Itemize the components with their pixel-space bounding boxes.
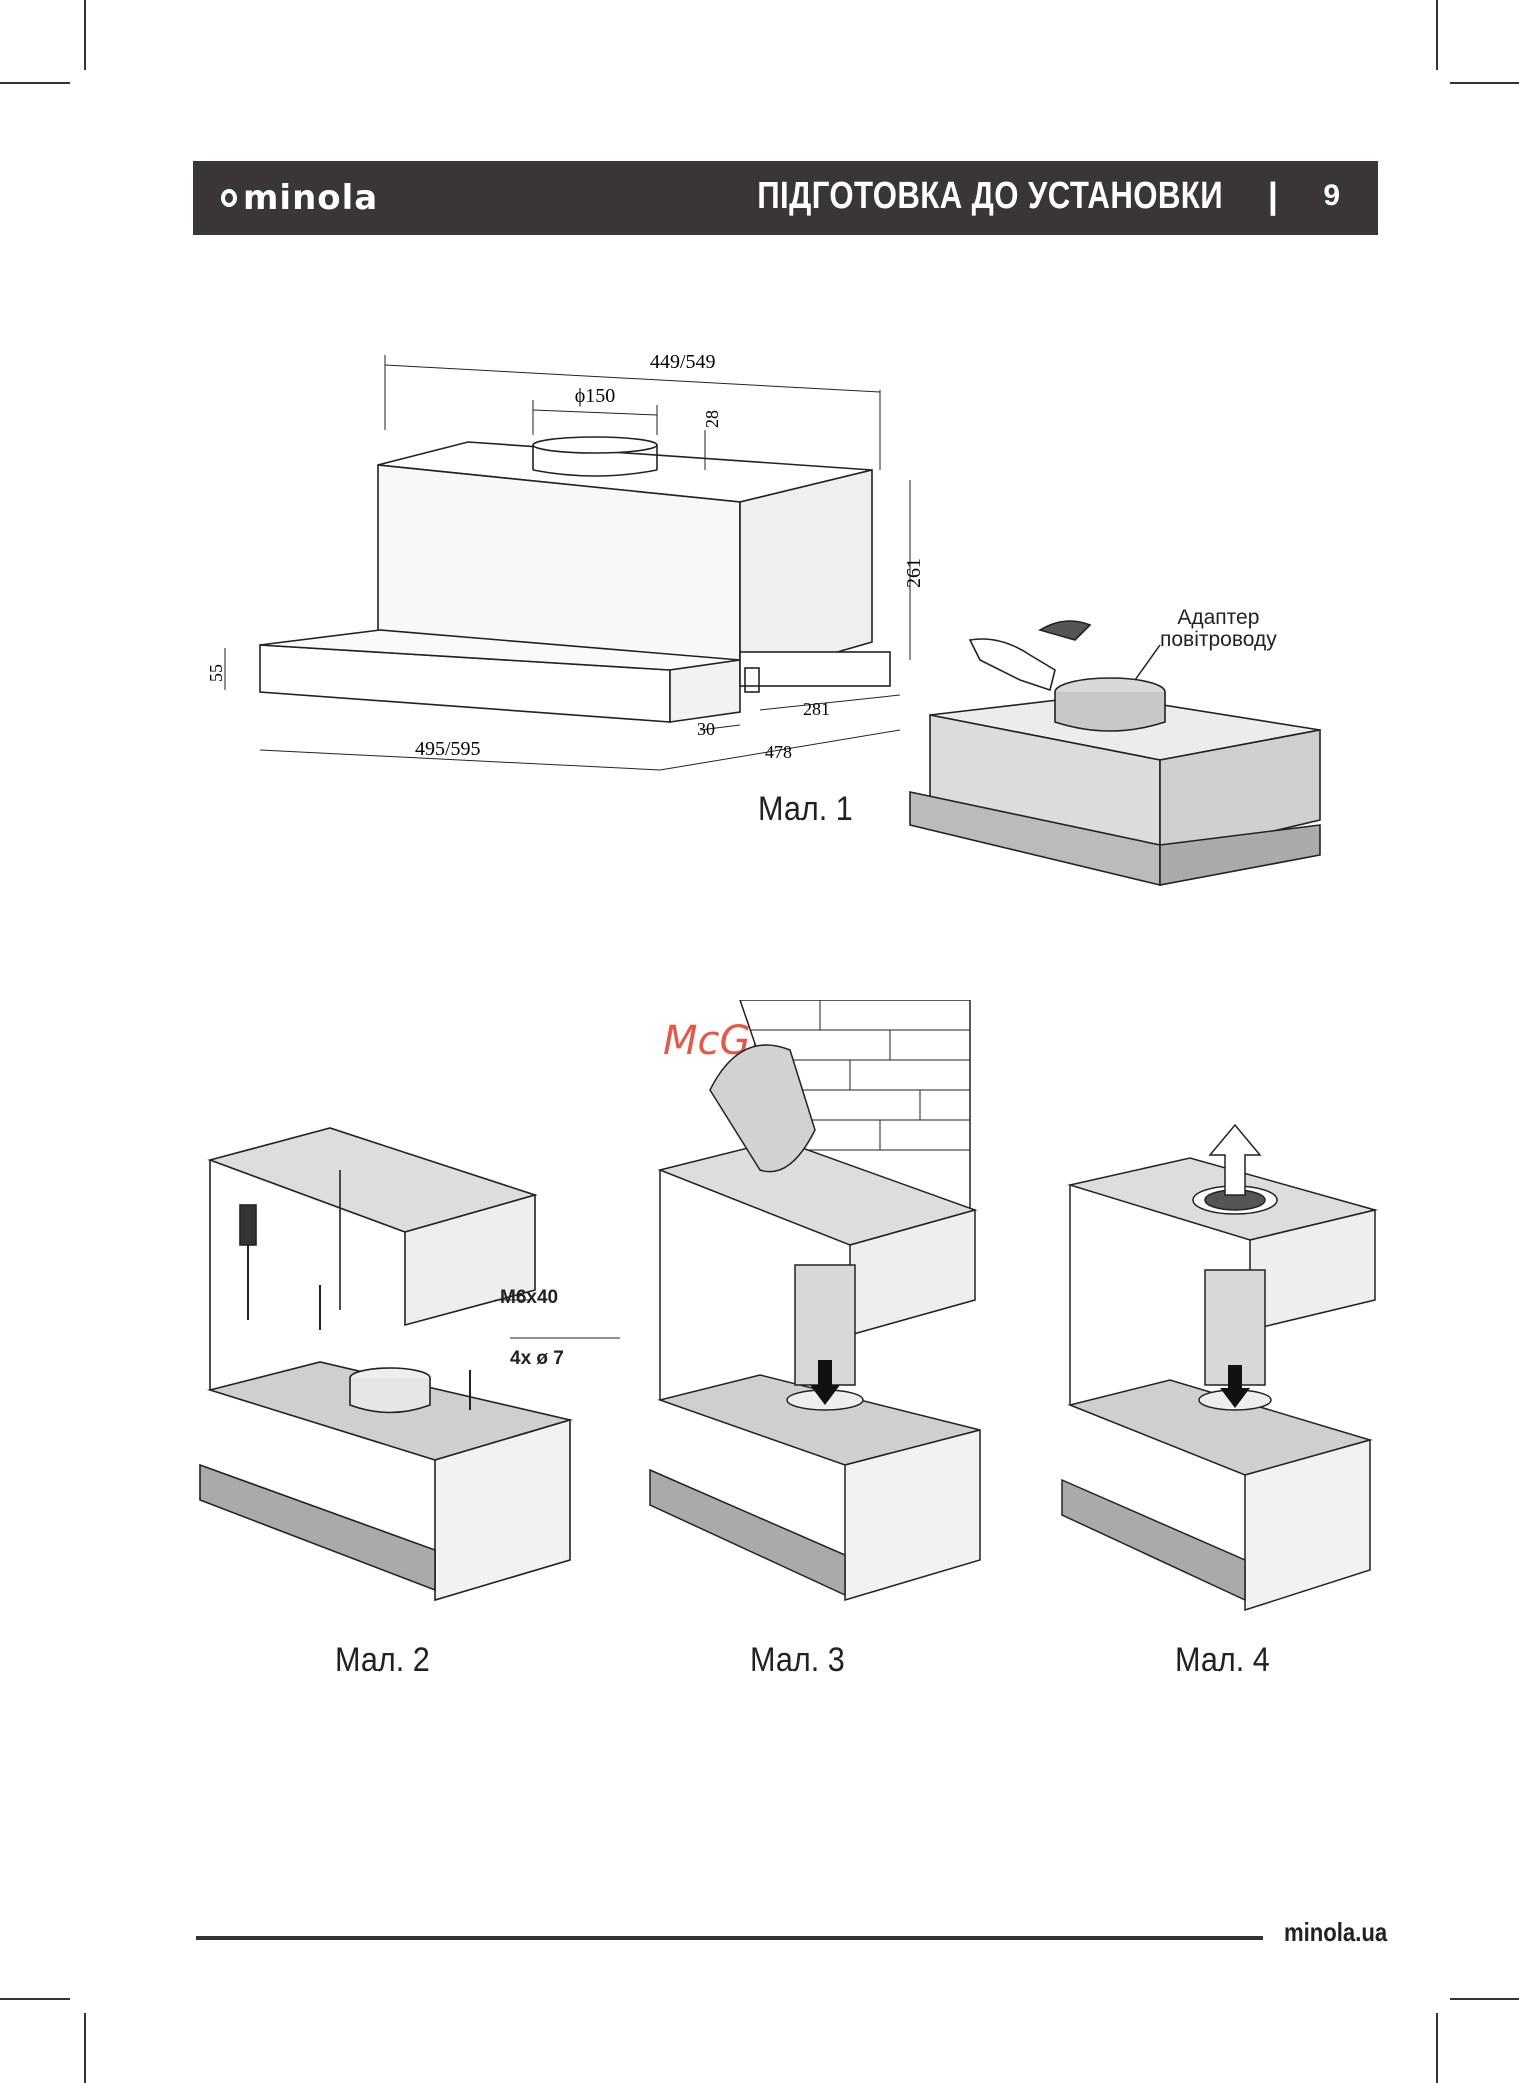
adapter-callout: Адаптер повітроводу <box>1160 607 1277 651</box>
dim-top-width: 449/549 <box>650 351 716 373</box>
figure-1-label: Мал. 1 <box>758 790 853 829</box>
crop-mark <box>1450 1998 1519 2000</box>
crop-mark <box>1436 2013 1438 2083</box>
crop-mark <box>84 0 86 70</box>
brand-logo: minola <box>221 179 378 217</box>
page-number: 9 <box>1323 179 1340 213</box>
footer-rule <box>196 1936 1263 1940</box>
callout-line-2: повітроводу <box>1160 629 1277 651</box>
callout-hole: 4x ø 7 <box>510 1348 564 1370</box>
figure-3-illustration <box>640 1000 990 1620</box>
page-header: minola ПІДГОТОВКА ДО УСТАНОВКИ | 9 <box>193 161 1378 235</box>
crop-mark <box>0 1998 70 2000</box>
minola-logo-icon <box>221 189 237 207</box>
dim-duct-diameter: ϕ150 <box>575 385 616 407</box>
crop-mark <box>84 2013 86 2083</box>
dim-offset: 30 <box>697 719 715 739</box>
figure-4-label: Мал. 4 <box>1175 1641 1270 1680</box>
header-separator: | <box>1268 175 1278 217</box>
figure-2-illustration <box>190 1080 630 1620</box>
section-title: ПІДГОТОВКА ДО УСТАНОВКИ <box>757 175 1223 218</box>
dim-front-width: 495/595 <box>415 738 481 760</box>
callout-line-1: Адаптер <box>1160 607 1277 629</box>
brand-name: minola <box>243 178 378 218</box>
footer-website: minola.ua <box>1284 1917 1387 1948</box>
dim-depth: 478 <box>765 742 792 762</box>
crop-mark <box>1436 0 1438 70</box>
crop-mark <box>1450 82 1519 84</box>
callout-screw: M6x40 <box>500 1287 558 1309</box>
dim-front-height: 55 <box>206 664 226 682</box>
dim-duct-height: 28 <box>702 410 722 428</box>
figure-3-label: Мал. 3 <box>750 1641 845 1680</box>
figure-2-label: Мал. 2 <box>335 1641 430 1680</box>
dim-depth-inner: 281 <box>803 699 830 719</box>
figure-1-dimension-drawing: 449/549 ϕ150 28 261 55 495/595 30 281 47… <box>200 330 920 800</box>
dim-height: 261 <box>903 558 920 588</box>
crop-mark <box>0 82 70 84</box>
figure-4-illustration <box>1060 1110 1380 1620</box>
